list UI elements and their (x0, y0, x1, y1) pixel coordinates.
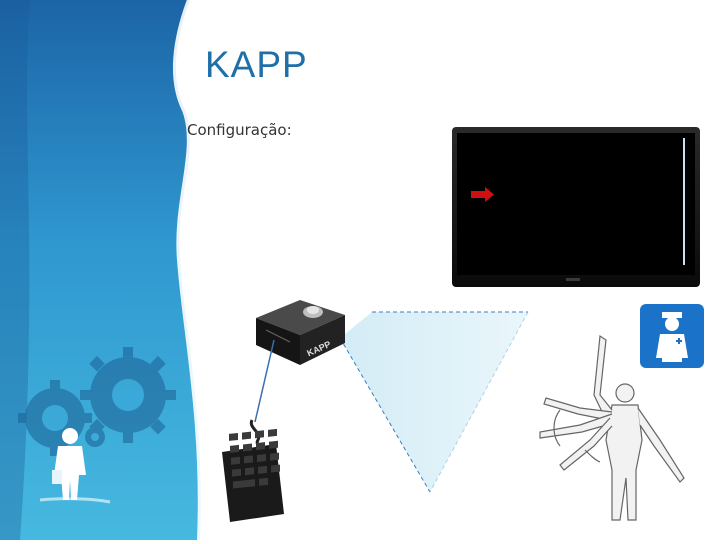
device-cable (254, 339, 275, 423)
businessman-icon (39, 428, 111, 504)
left-decorative-panel (0, 0, 204, 541)
television-icon (452, 127, 700, 287)
red-arrow-icon (471, 187, 494, 202)
slide-subtitle: Configuração: (187, 121, 292, 139)
projection-beam (339, 311, 529, 493)
nurse-icon (640, 304, 704, 368)
human-body-movement-illustration (539, 334, 685, 521)
slide-title: KAPP (205, 44, 308, 85)
kapp-device-icon: KAPP (256, 300, 345, 365)
numeric-keypad-icon (222, 419, 284, 522)
